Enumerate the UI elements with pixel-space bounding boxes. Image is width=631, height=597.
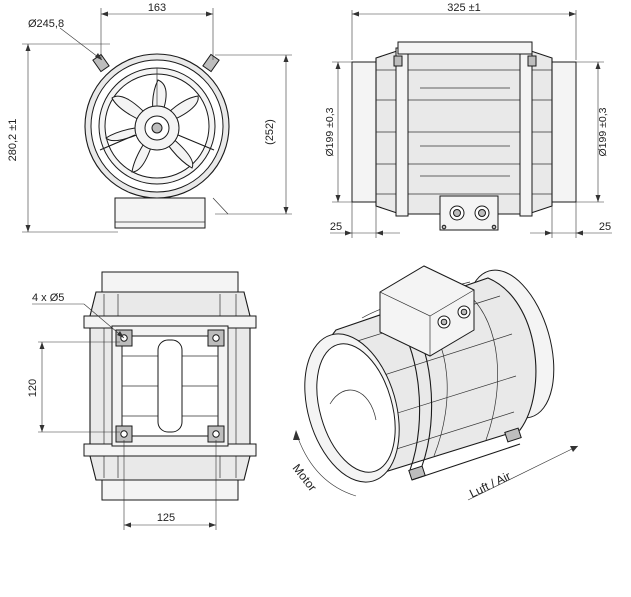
bottom-view: 4 x Ø5 120 125 xyxy=(27,271,257,530)
leader-holes xyxy=(83,303,125,339)
iso-terminal-box xyxy=(379,265,475,357)
bottom-hole-3 xyxy=(120,430,128,438)
dim-side-diameter-left: Ø199 ±0,3 xyxy=(324,107,336,156)
bottom-hole-4 xyxy=(212,430,220,438)
dim-front-diameter: Ø245,8 xyxy=(28,18,64,30)
dim-bottom-holes: 4 x Ø5 xyxy=(32,292,64,304)
side-view: 325 ±1 Ø199 ±0,3 Ø199 ±0,3 25 25 xyxy=(324,2,612,238)
bottom-hole-2 xyxy=(212,334,220,342)
dim-front-height: 280,2 ±1 xyxy=(7,119,19,162)
dim-side-collar-left: 25 xyxy=(330,221,342,233)
motor-arrow xyxy=(297,437,357,497)
front-view: 163 Ø245,8 280,2 ±1 (252) xyxy=(7,2,292,233)
dim-front-width: 163 xyxy=(148,2,166,14)
side-top-bar xyxy=(397,41,533,55)
side-band-left xyxy=(395,47,409,217)
dim-bottom-hole-spacing-v: 120 xyxy=(27,379,39,397)
bottom-collar-top xyxy=(101,271,239,293)
front-clamp-right xyxy=(202,53,220,73)
iso-front-opening xyxy=(316,343,396,473)
dim-side-diameter-right: Ø199 ±0,3 xyxy=(597,107,609,156)
dim-front-outer-diameter: (252) xyxy=(264,119,276,145)
dim-bottom-hole-spacing-h: 125 xyxy=(157,512,175,524)
front-mount-plate xyxy=(114,197,206,229)
bottom-slot xyxy=(157,339,183,433)
airflow-arrow xyxy=(467,445,579,501)
side-band-right xyxy=(519,47,533,217)
side-collar-right xyxy=(551,61,577,203)
label-motor: Motor xyxy=(290,461,320,494)
isometric-view: Motor Luft / Air xyxy=(290,265,579,501)
bottom-collar-bottom xyxy=(101,479,239,501)
dim-side-collar-right: 25 xyxy=(599,221,611,233)
dim-side-length: 325 ±1 xyxy=(447,2,481,14)
side-collar-left xyxy=(351,61,377,203)
label-airflow: Luft / Air xyxy=(467,469,513,501)
